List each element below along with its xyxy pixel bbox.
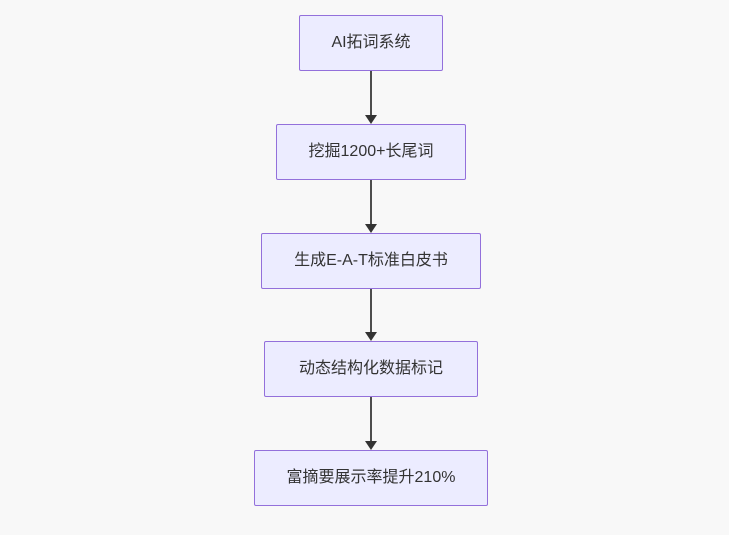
arrowhead-down-icon xyxy=(365,332,377,341)
flowchart-node-rich-snippet-rate: 富摘要展示率提升210% xyxy=(254,450,488,506)
node-label: 生成E-A-T标准白皮书 xyxy=(294,252,448,270)
node-label: 动态结构化数据标记 xyxy=(298,360,443,378)
edge-line xyxy=(370,289,372,332)
edge-line xyxy=(370,71,372,115)
arrowhead-down-icon xyxy=(365,115,377,124)
node-label: 富摘要展示率提升210% xyxy=(286,469,456,487)
arrowhead-down-icon xyxy=(365,224,377,233)
edge-line xyxy=(370,180,372,224)
flowchart-node-structured-data-markup: 动态结构化数据标记 xyxy=(264,341,478,397)
edge-line xyxy=(370,397,372,441)
flowchart-node-eat-whitepaper: 生成E-A-T标准白皮书 xyxy=(261,233,481,289)
flowchart-node-longtail-keywords: 挖掘1200+长尾词 xyxy=(276,124,466,180)
flowchart-node-ai-word-expansion-system: AI拓词系统 xyxy=(299,15,443,71)
arrowhead-down-icon xyxy=(365,441,377,450)
node-label: 挖掘1200+长尾词 xyxy=(308,143,434,161)
node-label: AI拓词系统 xyxy=(331,34,411,52)
